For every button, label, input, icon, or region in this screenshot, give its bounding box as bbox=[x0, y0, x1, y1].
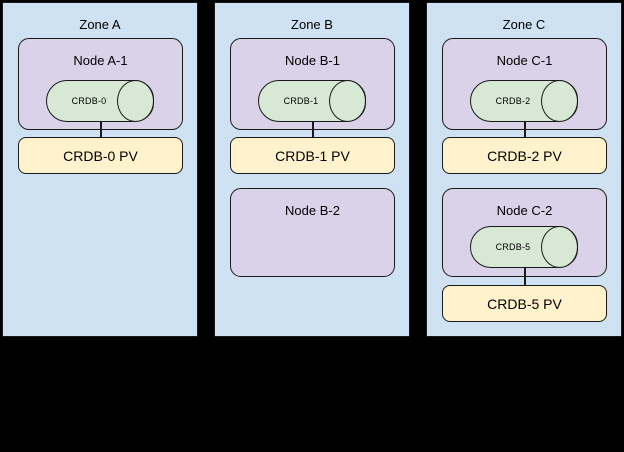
cylinder-cap-icon bbox=[117, 80, 154, 122]
zone-b: Zone B Node B-1 CRDB-1 CRDB-1 PV Node B-… bbox=[214, 2, 410, 337]
connector-node-c-1-to-pv bbox=[524, 121, 526, 138]
zone-a-label: Zone A bbox=[79, 17, 121, 32]
connector-node-b-1-to-pv bbox=[312, 121, 314, 138]
node-c-2: Node C-2 CRDB-5 bbox=[442, 188, 607, 277]
pv-crdb-2: CRDB-2 PV bbox=[442, 137, 607, 174]
cylinder-crdb-0-label: CRDB-0 bbox=[71, 96, 107, 106]
cylinder-crdb-0: CRDB-0 bbox=[46, 80, 154, 122]
node-b-2: Node B-2 bbox=[230, 188, 395, 277]
node-b-1: Node B-1 CRDB-1 bbox=[230, 38, 395, 130]
cylinder-crdb-1: CRDB-1 bbox=[258, 80, 366, 122]
pv-crdb-0: CRDB-0 PV bbox=[18, 137, 183, 174]
pv-crdb-1: CRDB-1 PV bbox=[230, 137, 395, 174]
node-b-2-label: Node B-2 bbox=[285, 203, 340, 218]
zone-b-label: Zone B bbox=[291, 17, 333, 32]
connector-node-c-2-to-pv bbox=[524, 267, 526, 286]
cylinder-cap-icon bbox=[541, 80, 578, 122]
node-c-1: Node C-1 CRDB-2 bbox=[442, 38, 607, 130]
pv-crdb-5: CRDB-5 PV bbox=[442, 285, 607, 322]
zone-a: Zone A Node A-1 CRDB-0 CRDB-0 PV bbox=[2, 2, 198, 337]
node-a-1-label: Node A-1 bbox=[73, 53, 128, 68]
node-a-1: Node A-1 CRDB-0 bbox=[18, 38, 183, 130]
cylinder-crdb-5: CRDB-5 bbox=[470, 226, 578, 268]
node-c-2-label: Node C-2 bbox=[496, 203, 553, 218]
node-b-1-label: Node B-1 bbox=[285, 53, 340, 68]
zone-c: Zone C Node C-1 CRDB-2 CRDB-2 PV Node C-… bbox=[426, 2, 622, 337]
cylinder-crdb-2: CRDB-2 bbox=[470, 80, 578, 122]
node-c-1-label: Node C-1 bbox=[496, 53, 553, 68]
cylinder-cap-icon bbox=[329, 80, 366, 122]
cylinder-crdb-2-label: CRDB-2 bbox=[495, 96, 531, 106]
cylinder-cap-icon bbox=[541, 226, 578, 268]
zone-c-label: Zone C bbox=[502, 17, 546, 32]
cylinder-crdb-1-label: CRDB-1 bbox=[283, 96, 319, 106]
connector-node-a-1-to-pv bbox=[100, 121, 102, 138]
cylinder-crdb-5-label: CRDB-5 bbox=[495, 242, 531, 252]
